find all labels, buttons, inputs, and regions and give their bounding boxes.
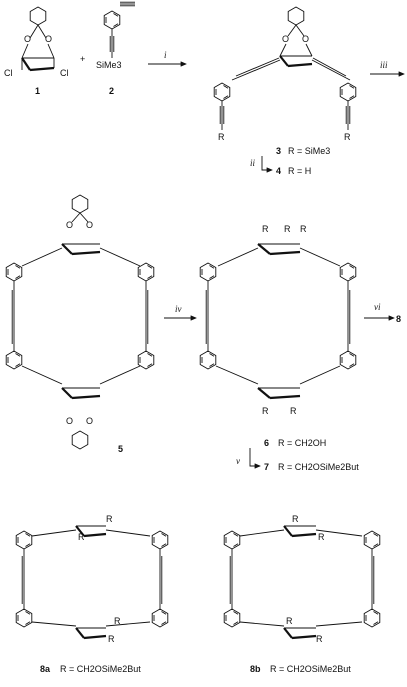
compound-2: SiMe3 2 [96,1,135,96]
oxygen-label: O [282,34,289,44]
r-group-label-left: R [218,132,225,142]
chloro-label-left: Cl [4,68,13,78]
r-group-label: R [316,634,323,644]
compound-8a-definition: R = CH2OSiMe2But [60,664,141,674]
compound-6: R R R R R [199,224,357,416]
step-vi-label: vi [374,302,381,312]
product-6-label: 6 [264,438,269,448]
compound-3: O O R R [213,6,357,142]
product-7-label: 7 [264,462,269,472]
step-v-label: v [236,456,240,466]
oxygen-label: O [66,416,73,426]
compound-8b: R R R R 8b R = CH2OSiMe2But [223,514,381,674]
oxygen-label: O [302,34,309,44]
plus-sign: + [80,54,85,64]
oxygen-label: O [86,416,93,426]
product-8-label: 8 [396,314,401,324]
product-3-label: 3 [276,146,281,156]
r-group-label: R [262,406,269,416]
chloro-label-right: Cl [60,68,69,78]
compound-1-label: 1 [35,86,40,96]
oxygen-label: O [24,34,31,44]
r-group-label: R [108,634,115,644]
compound-8b-definition: R = CH2OSiMe2But [270,664,351,674]
product-4-label: 4 [276,166,281,176]
r-group-label: R [106,514,113,524]
product-6-definition: R = CH2OH [278,438,326,448]
oxygen-label: O [66,220,73,230]
step-ii-label: ii [250,158,256,168]
compound-8a-label: 8a [40,664,51,674]
trimethylsilyl-label: SiMe3 [96,60,122,70]
oxygen-label: O [45,34,52,44]
product-7-definition: R = CH2OSiMe2But [278,462,359,472]
product-3-definition: R = SiMe3 [288,146,330,156]
compound-2-label: 2 [109,86,114,96]
oxygen-label: O [86,220,93,230]
compound-1: O O Cl Cl 1 [4,6,69,96]
r-group-label: R [78,532,85,542]
r-group-label: R [286,616,293,626]
r-group-label-right: R [344,132,351,142]
step-iv-label: iv [175,304,182,314]
r-group-label: R [284,224,291,234]
product-4-definition: R = H [288,166,311,176]
r-group-label: R [262,224,269,234]
step-i-label: i [164,50,167,60]
arrow-step-v [249,448,261,469]
step-iii-label: iii [380,60,388,70]
r-group-label: R [290,406,297,416]
compound-8b-label: 8b [250,664,261,674]
r-group-label: R [318,532,325,542]
compound-5: O O O O 5 [5,194,155,454]
r-group-label: R [300,224,307,234]
r-group-label: R [114,616,121,626]
arrow-step-ii [261,156,273,173]
r-group-label: R [292,514,299,524]
compound-5-label: 5 [118,444,123,454]
compound-8a: R R R R 8a R = CH2OSiMe2But [15,514,169,674]
